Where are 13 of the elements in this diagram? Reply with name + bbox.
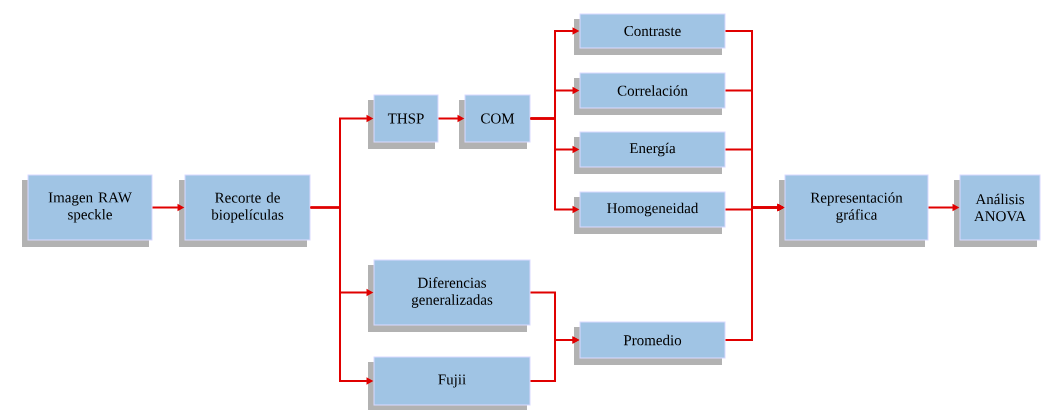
process-box: Promedio <box>574 321 726 365</box>
process-box: COM <box>459 94 531 149</box>
process-box: Recorte de biopelículas <box>179 174 311 247</box>
process-box: Diferencias generalizadas <box>368 259 531 332</box>
process-box: Análisis ANOVA <box>954 174 1041 247</box>
process-box: Fujii <box>368 356 531 410</box>
process-box: Imagen RAW speckle <box>22 174 153 247</box>
process-box: Energía <box>574 131 726 174</box>
process-box: Representación gráfica <box>779 174 929 247</box>
process-box: Contraste <box>574 13 726 55</box>
process-box: Correlación <box>574 72 726 115</box>
process-box: THSP <box>368 94 439 149</box>
process-box: Homogeneidad <box>574 191 726 234</box>
